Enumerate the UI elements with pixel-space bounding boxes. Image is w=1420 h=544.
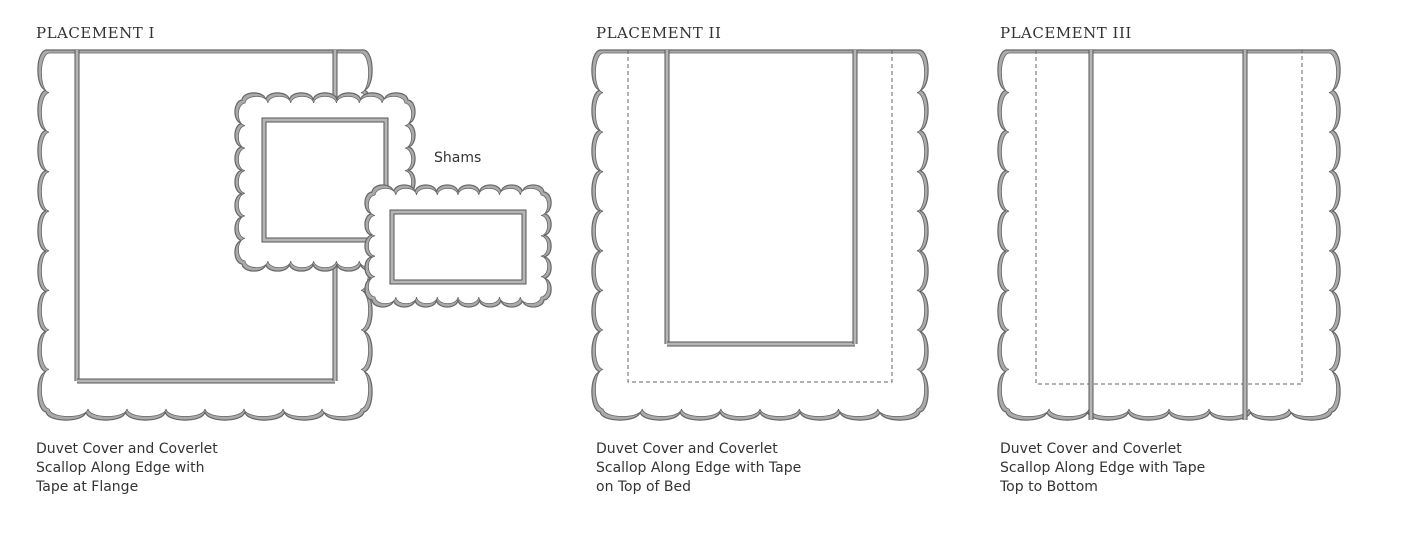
shams-label: Shams [434, 150, 482, 166]
sham-2-inner [368, 188, 548, 304]
placement-2-caption: Duvet Cover and Coverlet Scallop Along E… [596, 440, 801, 497]
placement-3-title: PLACEMENT III [1000, 24, 1132, 42]
caption-line: on Top of Bed [596, 479, 692, 495]
placement-1-caption: Duvet Cover and Coverlet Scallop Along E… [36, 440, 218, 497]
caption-line: Top to Bottom [1000, 479, 1098, 495]
duvet-panel-3-inner [1001, 52, 1337, 417]
caption-line: Scallop Along Edge with Tape [596, 460, 802, 476]
caption-line: Duvet Cover and Coverlet [36, 441, 218, 457]
placement-2-diagram [591, 49, 929, 421]
placement-3-caption: Duvet Cover and Coverlet Scallop Along E… [1000, 440, 1205, 497]
placement-1-title: PLACEMENT I [36, 24, 155, 42]
caption-line: Tape at Flange [36, 479, 139, 495]
placement-3-diagram [997, 49, 1341, 421]
placement-1-diagram [37, 49, 552, 421]
caption-line: Duvet Cover and Coverlet [1000, 441, 1182, 457]
caption-line: Duvet Cover and Coverlet [596, 441, 778, 457]
bed-outline-dashed [627, 50, 893, 383]
placement-2-title: PLACEMENT II [596, 24, 722, 42]
caption-line: Scallop Along Edge with [36, 460, 205, 476]
sham-2-tape-fill [390, 210, 526, 284]
bed-outline-dashed-3 [1035, 50, 1303, 385]
sham-1-tape-fill [262, 118, 388, 242]
duvet-panel-2-inner [595, 52, 925, 417]
caption-line: Scallop Along Edge with Tape [1000, 460, 1206, 476]
